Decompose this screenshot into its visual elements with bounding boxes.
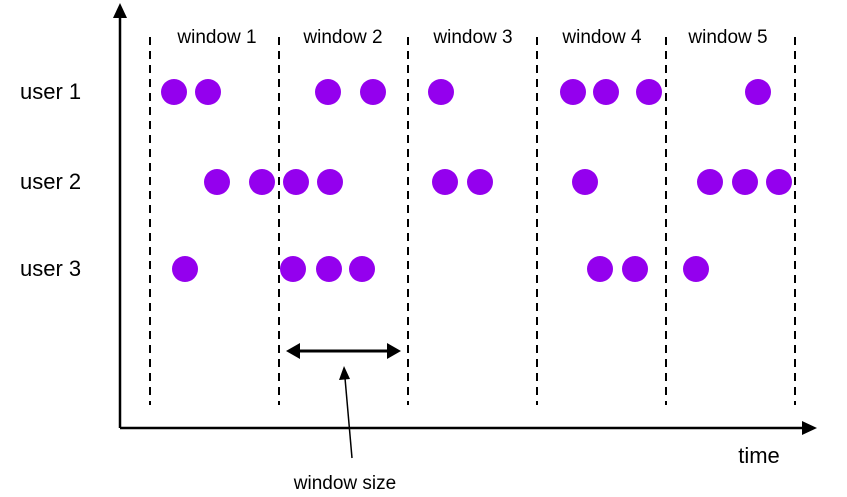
window-label-3: window 3 bbox=[432, 27, 512, 48]
user-3-events bbox=[172, 256, 709, 282]
event-dot bbox=[316, 256, 342, 282]
event-dot bbox=[745, 79, 771, 105]
window-label-2: window 2 bbox=[302, 27, 382, 48]
event-dot bbox=[587, 256, 613, 282]
arrowhead-left bbox=[286, 343, 300, 359]
event-dot bbox=[428, 79, 454, 105]
event-dot bbox=[636, 79, 662, 105]
event-dot bbox=[161, 79, 187, 105]
user-1-events bbox=[161, 79, 771, 105]
user-2-events bbox=[204, 169, 792, 195]
user-label-3: user 3 bbox=[20, 256, 81, 281]
event-dot bbox=[249, 169, 275, 195]
event-dot bbox=[317, 169, 343, 195]
user-label-1: user 1 bbox=[20, 79, 81, 104]
window-label-1: window 1 bbox=[176, 27, 256, 48]
x-axis-label: time bbox=[738, 443, 780, 468]
event-dot bbox=[697, 169, 723, 195]
annotation-pointer-head bbox=[339, 366, 350, 380]
event-dot bbox=[283, 169, 309, 195]
event-dot bbox=[683, 256, 709, 282]
event-dot bbox=[315, 79, 341, 105]
window-boundaries bbox=[149, 37, 796, 405]
arrowhead-right bbox=[387, 343, 401, 359]
event-dot bbox=[432, 169, 458, 195]
event-dot bbox=[622, 256, 648, 282]
event-dot bbox=[732, 169, 758, 195]
event-dot bbox=[560, 79, 586, 105]
window-label-4: window 4 bbox=[561, 27, 642, 48]
event-dot bbox=[766, 169, 792, 195]
x-axis-arrowhead bbox=[802, 421, 817, 435]
event-dot bbox=[280, 256, 306, 282]
window-size-indicator bbox=[286, 343, 401, 359]
event-dot bbox=[349, 256, 375, 282]
user-label-2: user 2 bbox=[20, 169, 81, 194]
event-dot bbox=[572, 169, 598, 195]
event-dot bbox=[360, 79, 386, 105]
window-size-label: window size bbox=[293, 473, 396, 494]
event-dot bbox=[204, 169, 230, 195]
y-axis-arrowhead bbox=[113, 3, 127, 18]
event-dot bbox=[467, 169, 493, 195]
event-dot bbox=[593, 79, 619, 105]
window-label-5: window 5 bbox=[687, 27, 767, 48]
event-dot bbox=[195, 79, 221, 105]
event-dot bbox=[172, 256, 198, 282]
annotation-pointer bbox=[344, 377, 353, 459]
